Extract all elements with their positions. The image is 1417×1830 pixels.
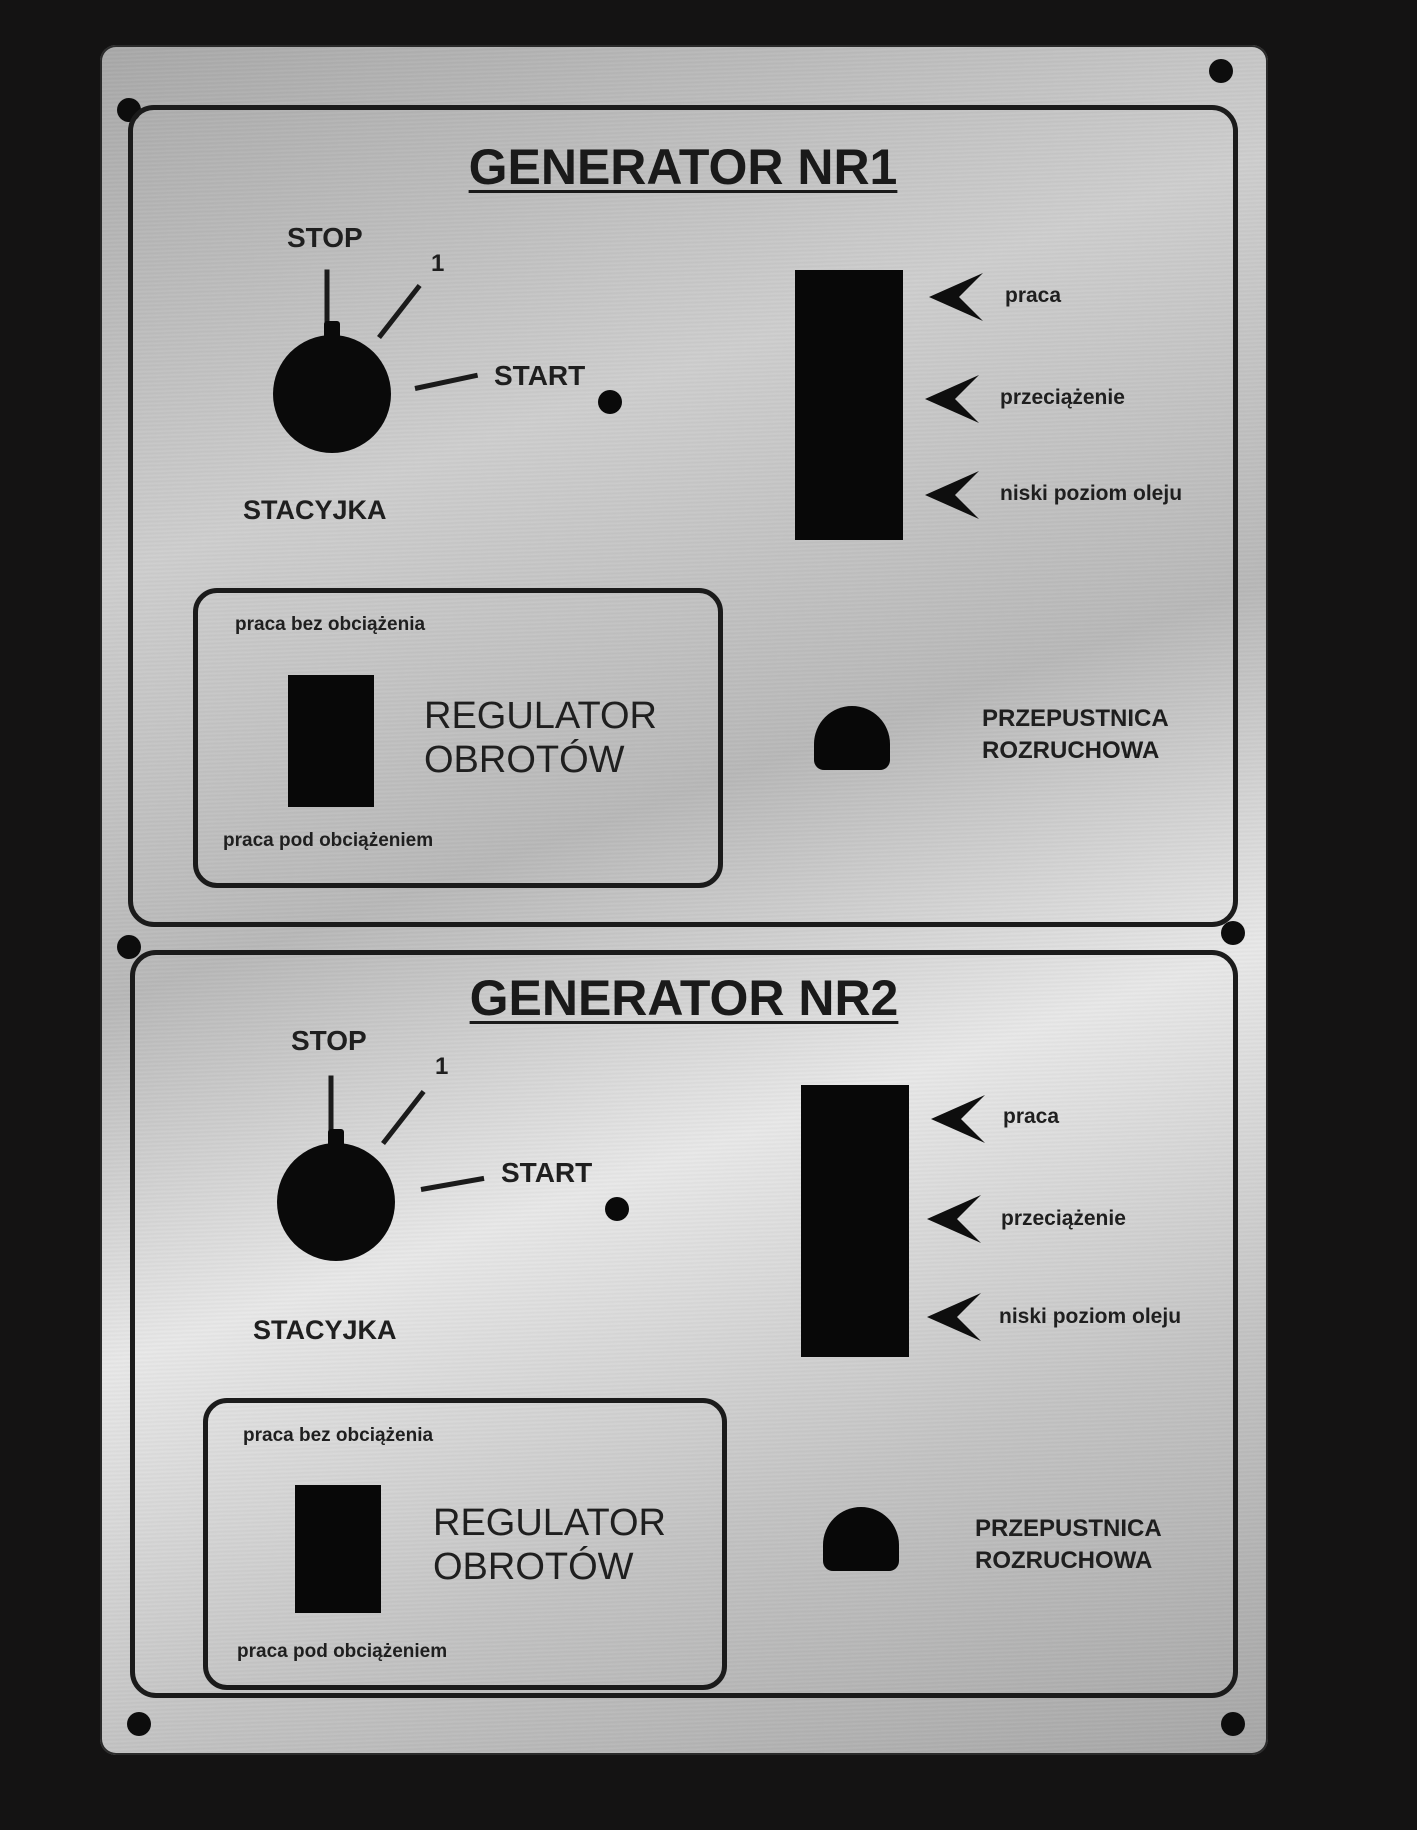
choke-label-line2: ROZRUCHOWA bbox=[975, 1547, 1153, 1574]
mounting-hole bbox=[127, 1712, 151, 1736]
generator-panel-2: GENERATOR NR2 STOP 1 START STACYJKA prac… bbox=[130, 950, 1238, 1698]
mounting-hole bbox=[1221, 1712, 1245, 1736]
speed-regulator-box bbox=[203, 1398, 727, 1690]
start-label: START bbox=[494, 360, 586, 391]
control-plate: GENERATOR NR1 STOP 1 START STACYJKA prac… bbox=[100, 45, 1268, 1755]
indicator-window bbox=[801, 1085, 909, 1357]
regulator-title-line2: OBROTÓW bbox=[424, 739, 625, 781]
regulator-title-line1: REGULATOR bbox=[433, 1502, 666, 1544]
position-1-mark bbox=[377, 283, 422, 340]
mounting-hole bbox=[117, 935, 141, 959]
choke-knob-hole[interactable] bbox=[823, 1507, 899, 1571]
speed-regulator-slot[interactable] bbox=[288, 675, 374, 807]
key-switch[interactable] bbox=[277, 1129, 395, 1261]
indicator-window bbox=[795, 270, 903, 540]
choke-knob-hole[interactable] bbox=[814, 706, 890, 770]
start-mark bbox=[420, 1175, 485, 1192]
indicator-label-praca: praca bbox=[1003, 1105, 1060, 1128]
stop-mark bbox=[324, 269, 330, 328]
arrow-icon bbox=[925, 375, 979, 423]
mounting-hole bbox=[1209, 59, 1233, 83]
key-switch-label: STACYJKA bbox=[243, 495, 387, 525]
regulator-bottom-label: praca pod obciążeniem bbox=[237, 1641, 448, 1662]
arrow-icon bbox=[927, 1293, 981, 1341]
choke-label-line1: PRZEPUSTNICA bbox=[975, 1515, 1162, 1542]
arrow-icon bbox=[927, 1195, 981, 1243]
indicator-label-przeciazenie: przeciążenie bbox=[1000, 386, 1125, 409]
stop-label: STOP bbox=[291, 1025, 367, 1056]
indicator-lamp bbox=[598, 390, 622, 414]
speed-regulator-box bbox=[193, 588, 723, 888]
indicator-label-przeciazenie: przeciążenie bbox=[1001, 1207, 1126, 1230]
stop-label: STOP bbox=[287, 222, 363, 253]
regulator-bottom-label: praca pod obciążeniem bbox=[223, 830, 434, 851]
start-label: START bbox=[501, 1157, 593, 1188]
indicator-label-olej: niski poziom oleju bbox=[999, 1305, 1182, 1328]
choke-label-line2: ROZRUCHOWA bbox=[982, 737, 1160, 764]
regulator-title-line2: OBROTÓW bbox=[433, 1546, 634, 1588]
arrow-icon bbox=[931, 1095, 985, 1143]
generator-panel-1: GENERATOR NR1 STOP 1 START STACYJKA prac… bbox=[128, 105, 1238, 927]
arrow-icon bbox=[925, 471, 979, 519]
speed-regulator-slot[interactable] bbox=[295, 1485, 381, 1613]
regulator-title-line1: REGULATOR bbox=[424, 695, 657, 737]
indicator-label-olej: niski poziom oleju bbox=[1000, 482, 1183, 505]
choke-label-line1: PRZEPUSTNICA bbox=[982, 705, 1169, 732]
regulator-top-label: praca bez obciążenia bbox=[243, 1425, 434, 1446]
position-1-label: 1 bbox=[435, 1053, 449, 1080]
start-mark bbox=[414, 372, 479, 391]
panel-title: GENERATOR NR2 bbox=[469, 970, 899, 1026]
position-1-label: 1 bbox=[431, 250, 445, 277]
arrow-icon bbox=[929, 273, 983, 321]
key-switch[interactable] bbox=[273, 321, 391, 453]
key-switch-label: STACYJKA bbox=[253, 1315, 397, 1345]
stop-mark bbox=[328, 1075, 334, 1134]
mounting-hole bbox=[1221, 921, 1245, 945]
panel-title: GENERATOR NR1 bbox=[468, 139, 898, 195]
indicator-label-praca: praca bbox=[1005, 284, 1062, 307]
regulator-top-label: praca bez obciążenia bbox=[235, 614, 426, 635]
position-1-mark bbox=[381, 1089, 426, 1146]
indicator-lamp bbox=[605, 1197, 629, 1221]
